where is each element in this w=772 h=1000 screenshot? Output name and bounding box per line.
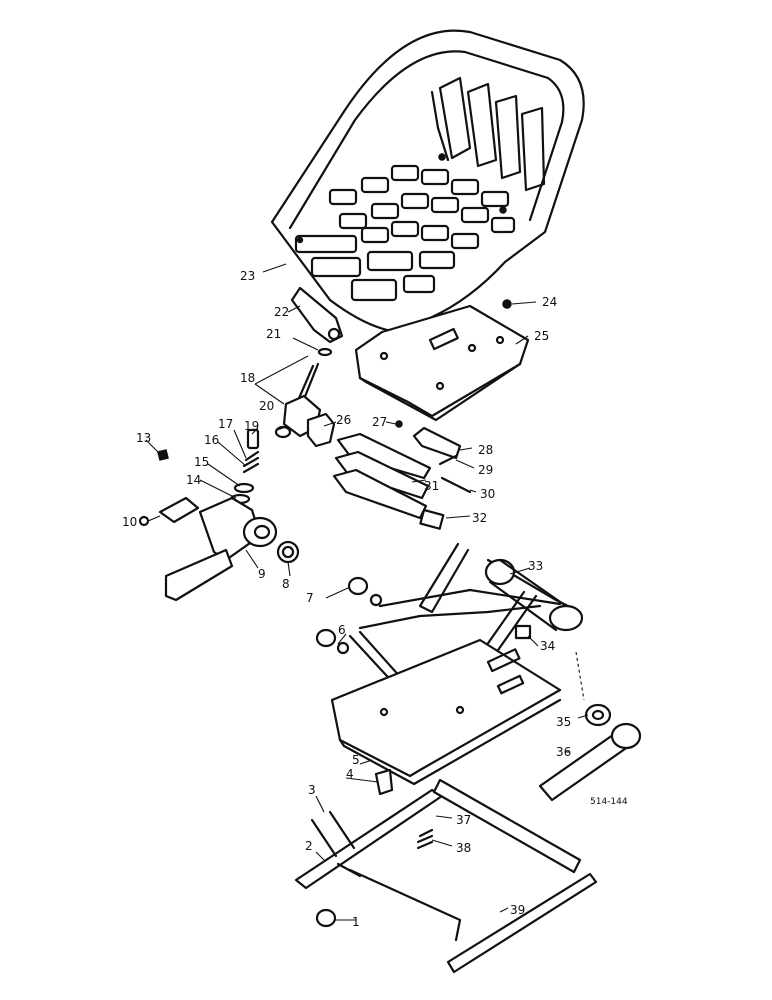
- callout-7: 7: [306, 591, 314, 605]
- callout-33: 33: [528, 559, 543, 573]
- leader-lines: [145, 263, 589, 921]
- callout-29: 29: [478, 463, 493, 477]
- callout-4: 4: [346, 767, 354, 781]
- pin-assembly: [395, 420, 472, 494]
- callout-9: 9: [258, 567, 266, 581]
- bushing-6-7: [315, 576, 383, 655]
- callout-10: 10: [122, 515, 137, 529]
- callout-13: 13: [136, 431, 151, 445]
- base-plate-5: [330, 638, 562, 786]
- callout-17: 17: [218, 417, 233, 431]
- callout-26: 26: [336, 413, 351, 427]
- knob-1: [315, 908, 337, 928]
- callout-16: 16: [204, 433, 219, 447]
- callout-20: 20: [259, 399, 274, 413]
- callout-2: 2: [305, 839, 313, 853]
- callout-15: 15: [194, 455, 209, 469]
- callout-28: 28: [478, 443, 493, 457]
- cross-bar-37: [432, 778, 582, 874]
- callout-36: 36: [556, 745, 571, 759]
- block-32: [419, 508, 445, 530]
- seat-pan: [270, 29, 585, 334]
- callout-24: 24: [542, 295, 557, 309]
- bolt-13: [157, 449, 169, 461]
- slide-rail-left: [294, 788, 444, 890]
- callout-3: 3: [308, 783, 316, 797]
- callout-19: 19: [244, 419, 259, 433]
- callout-34: 34: [540, 639, 555, 653]
- slide-rail-right: [348, 868, 598, 974]
- callout-35: 35: [556, 715, 571, 729]
- adjust-knob: [290, 286, 344, 344]
- handle-bracket: [138, 496, 278, 602]
- callout-labels: 1 2 3 4 5 6 7 8 9 10 13 14 15 16 17 18 1…: [122, 269, 628, 929]
- washer-21: [317, 347, 333, 357]
- callout-18: 18: [240, 371, 255, 385]
- spacer-20: [274, 425, 292, 439]
- callout-21: 21: [266, 327, 281, 341]
- spring-16-17: [242, 450, 260, 474]
- callout-14: 14: [186, 473, 201, 487]
- callout-25: 25: [534, 329, 549, 343]
- handle-35-36: [538, 703, 642, 802]
- callout-6: 6: [338, 623, 346, 637]
- mounting-plate: [354, 304, 530, 422]
- callout-27: 27: [372, 415, 387, 429]
- callout-37: 37: [456, 813, 471, 827]
- block-31: [332, 432, 432, 520]
- callout-23: 23: [240, 269, 255, 283]
- spring-38: [416, 828, 434, 850]
- pin-19: [246, 428, 260, 450]
- callout-1: 1: [352, 915, 360, 929]
- callout-22: 22: [274, 305, 289, 319]
- callout-31: 31: [424, 479, 439, 493]
- callout-30: 30: [480, 487, 495, 501]
- bumper-4: [374, 768, 394, 796]
- callout-5: 5: [352, 753, 360, 767]
- callout-39: 39: [510, 903, 525, 917]
- callout-8: 8: [282, 577, 290, 591]
- figure-reference: 514-144: [590, 797, 628, 807]
- block-34: [514, 624, 532, 640]
- yoke-bracket: [282, 394, 336, 448]
- nut-24: [502, 299, 512, 309]
- bushing-8: [276, 540, 300, 564]
- callout-32: 32: [472, 511, 487, 525]
- callout-38: 38: [456, 841, 471, 855]
